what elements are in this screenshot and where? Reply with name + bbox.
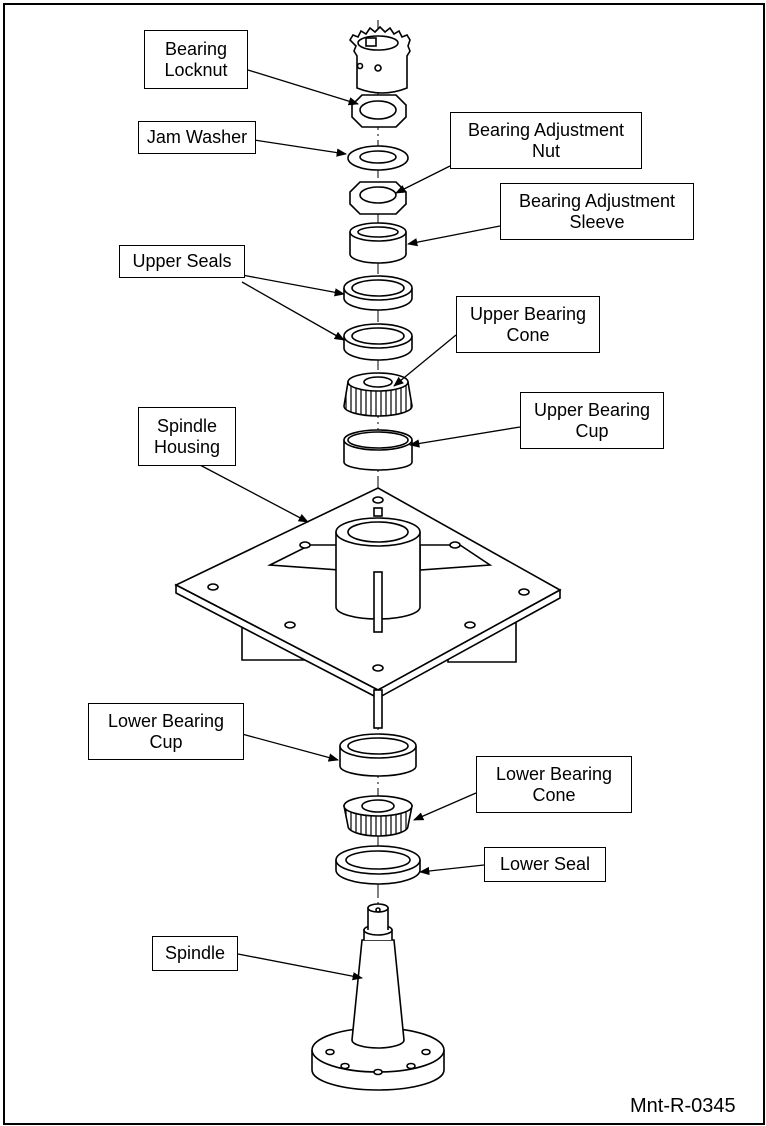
label-upper-bearing-cone: Upper Bearing Cone [456, 296, 600, 353]
upper-seal-1-part [343, 275, 413, 311]
jam-washer-part [347, 145, 409, 171]
leader-bearing-adjustment-nut [395, 165, 451, 194]
leader-bearing-adjustment-sleeve [406, 225, 501, 247]
lower-bearing-cone-part [343, 795, 413, 837]
figure-code: Mnt-R-0345 [630, 1095, 736, 1117]
leader-lines [199, 69, 521, 981]
leader-upper-bearing-cup [408, 426, 521, 448]
leader-bearing-locknut [247, 69, 359, 106]
leader-lower-bearing-cone [413, 792, 477, 821]
housing-shaft [373, 689, 383, 729]
label-spindle-housing: Spindle Housing [138, 407, 236, 466]
diagram-border [3, 3, 765, 1125]
leader-spindle-housing [199, 464, 309, 523]
hex-nut-upper [351, 94, 407, 128]
label-lower-seal: Lower Seal [484, 847, 606, 882]
upper-bearing-cone-part [343, 372, 413, 417]
label-bearing-adjustment-nut: Bearing Adjustment Nut [450, 112, 642, 169]
leader-upper-seal-2 [241, 281, 345, 341]
label-lower-bearing-cone: Lower Bearing Cone [476, 756, 632, 813]
spindle-part [311, 903, 445, 1091]
leader-upper-seal-1 [241, 274, 346, 297]
leader-jam-washer [253, 139, 348, 157]
label-bearing-locknut: Bearing Locknut [144, 30, 248, 89]
label-spindle: Spindle [152, 936, 238, 971]
upper-seal-2-part [343, 323, 413, 361]
bearing-locknut-part [348, 25, 411, 94]
leader-upper-bearing-cone [393, 334, 457, 387]
leader-spindle [237, 953, 364, 981]
leader-lower-bearing-cup [241, 733, 340, 762]
leader-lower-seal [418, 864, 485, 876]
bearing-adjustment-sleeve-part [349, 222, 407, 264]
label-lower-bearing-cup: Lower Bearing Cup [88, 703, 244, 760]
label-jam-washer: Jam Washer [138, 121, 256, 154]
lower-seal-part [335, 845, 421, 885]
upper-bearing-cup-part [343, 429, 413, 471]
bearing-adjustment-nut-part [349, 181, 407, 215]
label-bearing-adjustment-sleeve: Bearing Adjustment Sleeve [500, 183, 694, 240]
lower-bearing-cup-part [339, 733, 417, 777]
label-upper-seals: Upper Seals [119, 245, 245, 278]
spindle-housing-part [174, 487, 562, 700]
label-upper-bearing-cup: Upper Bearing Cup [520, 392, 664, 449]
